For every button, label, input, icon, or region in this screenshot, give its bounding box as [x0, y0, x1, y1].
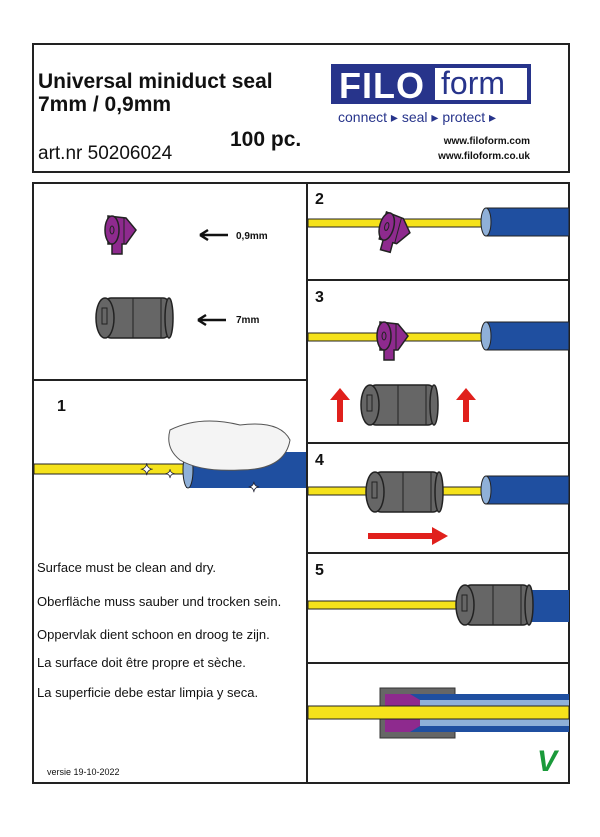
arrow-up-icon [456, 388, 476, 422]
tagline: connect ▸ seal ▸ protect ▸ [338, 109, 497, 125]
arrow-left-icon [197, 313, 226, 327]
sparkle-icon: ✦ [248, 479, 260, 495]
check-mark-icon: V [537, 745, 558, 778]
article-number: art.nr 50206024 [38, 143, 173, 164]
large-seal-image [95, 297, 174, 339]
instruction-text: Oppervlak dient schoon en droog te zijn. [37, 627, 270, 642]
small-seal-image [104, 215, 137, 255]
instruction-text: La superficie debe estar limpia y seca. [37, 685, 259, 700]
small-seal-image [376, 321, 409, 361]
fiber [307, 600, 459, 610]
header-frame [32, 43, 570, 173]
duct [485, 207, 570, 237]
step-number: 1 [57, 398, 66, 415]
arrow-up-icon [330, 388, 350, 422]
step-number: 2 [315, 191, 324, 208]
large-seal-image [360, 384, 439, 426]
fiber [307, 705, 570, 720]
website-link[interactable]: www.filoform.co.uk [438, 151, 530, 162]
duct [485, 475, 570, 505]
large-seal-image [455, 584, 534, 626]
sparkle-icon: ✦ [140, 462, 153, 479]
version-text: versie 19-10-2022 [47, 767, 120, 777]
duct [485, 321, 570, 351]
instruction-text: Oberfläche muss sauber und trocken sein. [37, 594, 282, 609]
duct [530, 590, 569, 622]
logo-filo: FILO [339, 65, 425, 106]
product-title: Universal miniduct seal [38, 70, 273, 93]
small-seal-label: 0,9mm [236, 231, 268, 242]
instruction-text: La surface doit être propre et sèche. [37, 655, 246, 670]
large-seal-label: 7mm [236, 315, 260, 326]
step-number: 3 [315, 289, 324, 306]
product-size: 7mm / 0,9mm [38, 93, 172, 116]
step-number: 5 [315, 562, 324, 579]
step-number: 4 [315, 452, 324, 469]
small-seal-image [372, 210, 415, 257]
cloth-icon [168, 420, 291, 471]
arrow-left-icon [199, 228, 228, 242]
arrow-right-icon [368, 527, 448, 545]
sparkle-icon: ✦ [165, 467, 175, 481]
logo-form: form [441, 65, 505, 101]
website-link[interactable]: www.filoform.com [443, 136, 530, 147]
large-seal-image [365, 471, 444, 513]
instruction-text: Surface must be clean and dry. [37, 560, 216, 575]
filoform-logo: FILO form [331, 64, 531, 106]
quantity: 100 pc. [230, 128, 302, 151]
